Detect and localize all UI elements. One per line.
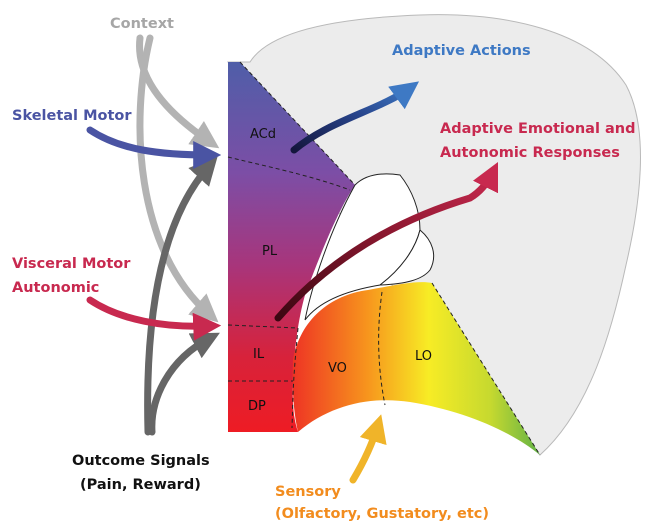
sensory-arrow	[349, 414, 387, 484]
boundary-vo-lo	[378, 291, 386, 406]
label-adaptive-emotional-2: Autonomic Responses	[440, 145, 620, 161]
outcome-arrow-top	[144, 156, 218, 436]
label-sensory-2: (Olfactory, Gustatory, etc)	[275, 506, 489, 522]
label-outcome-2: (Pain, Reward)	[80, 477, 201, 493]
context-arrow-top	[136, 34, 220, 149]
boundary-pl-il	[227, 324, 299, 329]
label-context: Context	[110, 16, 174, 32]
medial-wall	[228, 62, 355, 432]
adaptive-actions-arrow	[290, 81, 420, 154]
boundary-il-vo	[291, 327, 299, 429]
white-matter-lobe	[378, 229, 435, 286]
context-arrow-bottom	[136, 34, 219, 323]
adaptive-emotional-arrow	[274, 161, 499, 322]
region-label-pl: PL	[262, 244, 278, 259]
orbital-cortex	[292, 282, 540, 455]
boundary-medial-edge	[239, 61, 356, 186]
region-label-il: IL	[253, 347, 265, 362]
region-label-vo: VO	[328, 361, 347, 376]
label-visceral-motor-1: Visceral Motor	[12, 256, 131, 272]
label-adaptive-emotional-1: Adaptive Emotional and	[440, 121, 635, 137]
region-label-acd: ACd	[250, 127, 276, 142]
label-sensory-1: Sensory	[275, 484, 341, 500]
label-outcome-1: Outcome Signals	[72, 453, 210, 469]
label-skeletal-motor: Skeletal Motor	[12, 108, 132, 124]
label-visceral-motor-2: Autonomic	[12, 280, 99, 296]
region-label-dp: DP	[248, 399, 266, 414]
boundary-acd-pl	[227, 156, 351, 191]
skeletal-motor-arrow	[86, 126, 222, 169]
boundary-lateral-edge	[431, 282, 541, 456]
visceral-motor-arrow	[86, 296, 222, 341]
label-adaptive-actions: Adaptive Actions	[392, 43, 531, 59]
region-label-lo: LO	[415, 349, 432, 364]
outcome-arrow-bottom	[148, 332, 220, 436]
